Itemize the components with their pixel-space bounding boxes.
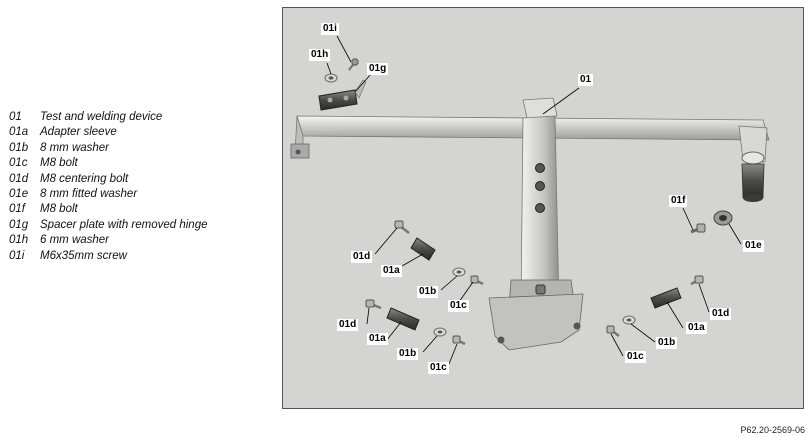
- figure-reference: P62.20-2569-06: [740, 425, 805, 435]
- callout-01f: 01f: [669, 195, 688, 207]
- legend-code: 01b: [9, 141, 29, 154]
- callout-01c: 01c: [625, 351, 646, 363]
- legend-row: 01d M8 centering bolt: [9, 172, 208, 187]
- legend-row: 01i M6x35mm screw: [9, 249, 208, 264]
- legend-row: 01 Test and welding device: [9, 110, 208, 125]
- callout-01b: 01b: [656, 337, 678, 349]
- legend-code: 01d: [9, 172, 29, 185]
- legend-text: 8 mm fitted washer: [40, 188, 138, 201]
- hardware-set-3: [606, 275, 704, 337]
- legend-text: Test and welding device: [40, 111, 163, 123]
- legend-row: 01c M8 bolt: [9, 156, 208, 171]
- legend-code: 01h: [9, 234, 29, 247]
- legend-text: M6x35mm screw: [40, 249, 127, 262]
- welding-device: [290, 97, 770, 351]
- legend-row: 01e 8 mm fitted washer: [9, 187, 208, 202]
- callout-01d: 01d: [710, 308, 732, 320]
- legend-text: 8 mm washer: [40, 141, 110, 154]
- legend-text: Adapter sleeve: [40, 126, 117, 139]
- callout-01d: 01d: [337, 319, 359, 331]
- callout-01h: 01h: [309, 49, 331, 61]
- callout-01d: 01d: [351, 251, 373, 263]
- parts-illustration: [290, 35, 770, 365]
- fitted-washer-8mm: [713, 210, 733, 226]
- legend-row: 01g Spacer plate with removed hinge: [9, 218, 208, 233]
- callout-01b: 01b: [397, 348, 419, 360]
- legend-code: 01e: [9, 188, 29, 201]
- legend-row: 01f M8 bolt: [9, 202, 208, 217]
- callout-01a: 01a: [686, 322, 707, 334]
- parts-legend: 01 Test and welding device 01a Adapter sle…: [9, 110, 208, 264]
- legend-code: 01c: [9, 157, 28, 170]
- legend-row: 01h 6 mm washer: [9, 233, 208, 248]
- washer-6mm: [324, 73, 338, 83]
- callout-01b: 01b: [417, 286, 439, 298]
- hardware-set-1: [394, 220, 484, 286]
- callout-01g: 01g: [367, 63, 389, 75]
- spacer-plate: [318, 79, 367, 111]
- legend-text: M8 bolt: [40, 203, 78, 216]
- callout-01c: 01c: [448, 300, 469, 312]
- bolt-m8-01f: [690, 223, 706, 234]
- callout-01e: 01e: [743, 240, 764, 252]
- legend-code: 01a: [9, 126, 29, 139]
- legend-text: M8 bolt: [40, 157, 78, 170]
- legend-code: 01g: [9, 218, 29, 231]
- legend-row: 01b 8 mm washer: [9, 141, 208, 156]
- legend-code: 01: [9, 111, 22, 123]
- callout-01c: 01c: [428, 362, 449, 374]
- legend-code: 01i: [9, 249, 25, 262]
- legend-row: 01a Adapter sleeve: [9, 125, 208, 140]
- legend-text: M8 centering bolt: [40, 172, 129, 185]
- callout-01i: 01i: [321, 23, 339, 35]
- callout-01a: 01a: [381, 265, 402, 277]
- callout-01a: 01a: [367, 333, 388, 345]
- screw-m6x35: [348, 58, 359, 71]
- legend-code: 01f: [9, 203, 25, 216]
- legend-text: 6 mm washer: [40, 234, 110, 247]
- callout-01: 01: [578, 74, 594, 86]
- legend-text: Spacer plate with removed hinge: [40, 218, 208, 231]
- parts-photo: 01 01i 01h 01g 01f 01e 01d 01a 01b 01c 0…: [282, 7, 804, 409]
- hardware-set-2: [365, 299, 466, 346]
